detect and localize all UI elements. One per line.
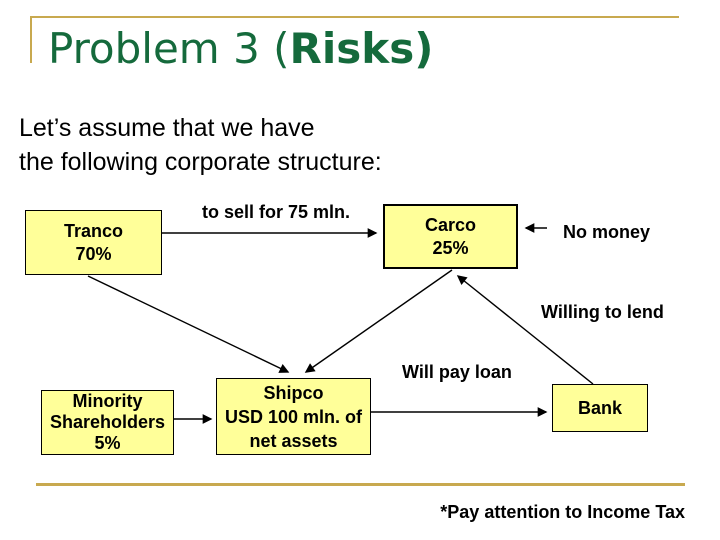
box-tranco: Tranco 70% xyxy=(25,210,162,275)
box-bank: Bank xyxy=(552,384,648,432)
intro-text: Let’s assume that we have the following … xyxy=(19,111,382,179)
arrow-carco-to-shipco xyxy=(304,269,453,373)
label-willing-to-lend: Willing to lend xyxy=(541,302,664,322)
box-minority-shareholders: Minority Shareholders 5% xyxy=(41,390,174,455)
box-carco: Carco 25% xyxy=(383,204,518,269)
label-to-sell: to sell for 75 mln. xyxy=(202,202,351,222)
arrow-tranco-to-shipco xyxy=(87,275,290,373)
page-title-bold: Risks) xyxy=(289,24,434,73)
intro-line-2: the following corporate structure: xyxy=(19,148,382,176)
bottom-gold-rule xyxy=(36,483,685,486)
intro-line-1: Let’s assume that we have xyxy=(19,114,315,142)
page-title-normal: Problem 3 ( xyxy=(48,24,290,73)
page-title: Problem 3 (Risks) xyxy=(48,24,433,74)
label-will-pay-loan: Will pay loan xyxy=(402,362,512,382)
box-shipco: Shipco USD 100 mln. of net assets xyxy=(216,378,371,455)
top-gold-rule xyxy=(30,16,679,18)
footnote: *Pay attention to Income Tax xyxy=(440,502,685,522)
left-gold-rule xyxy=(30,16,32,63)
label-no-money: No money xyxy=(563,222,651,242)
